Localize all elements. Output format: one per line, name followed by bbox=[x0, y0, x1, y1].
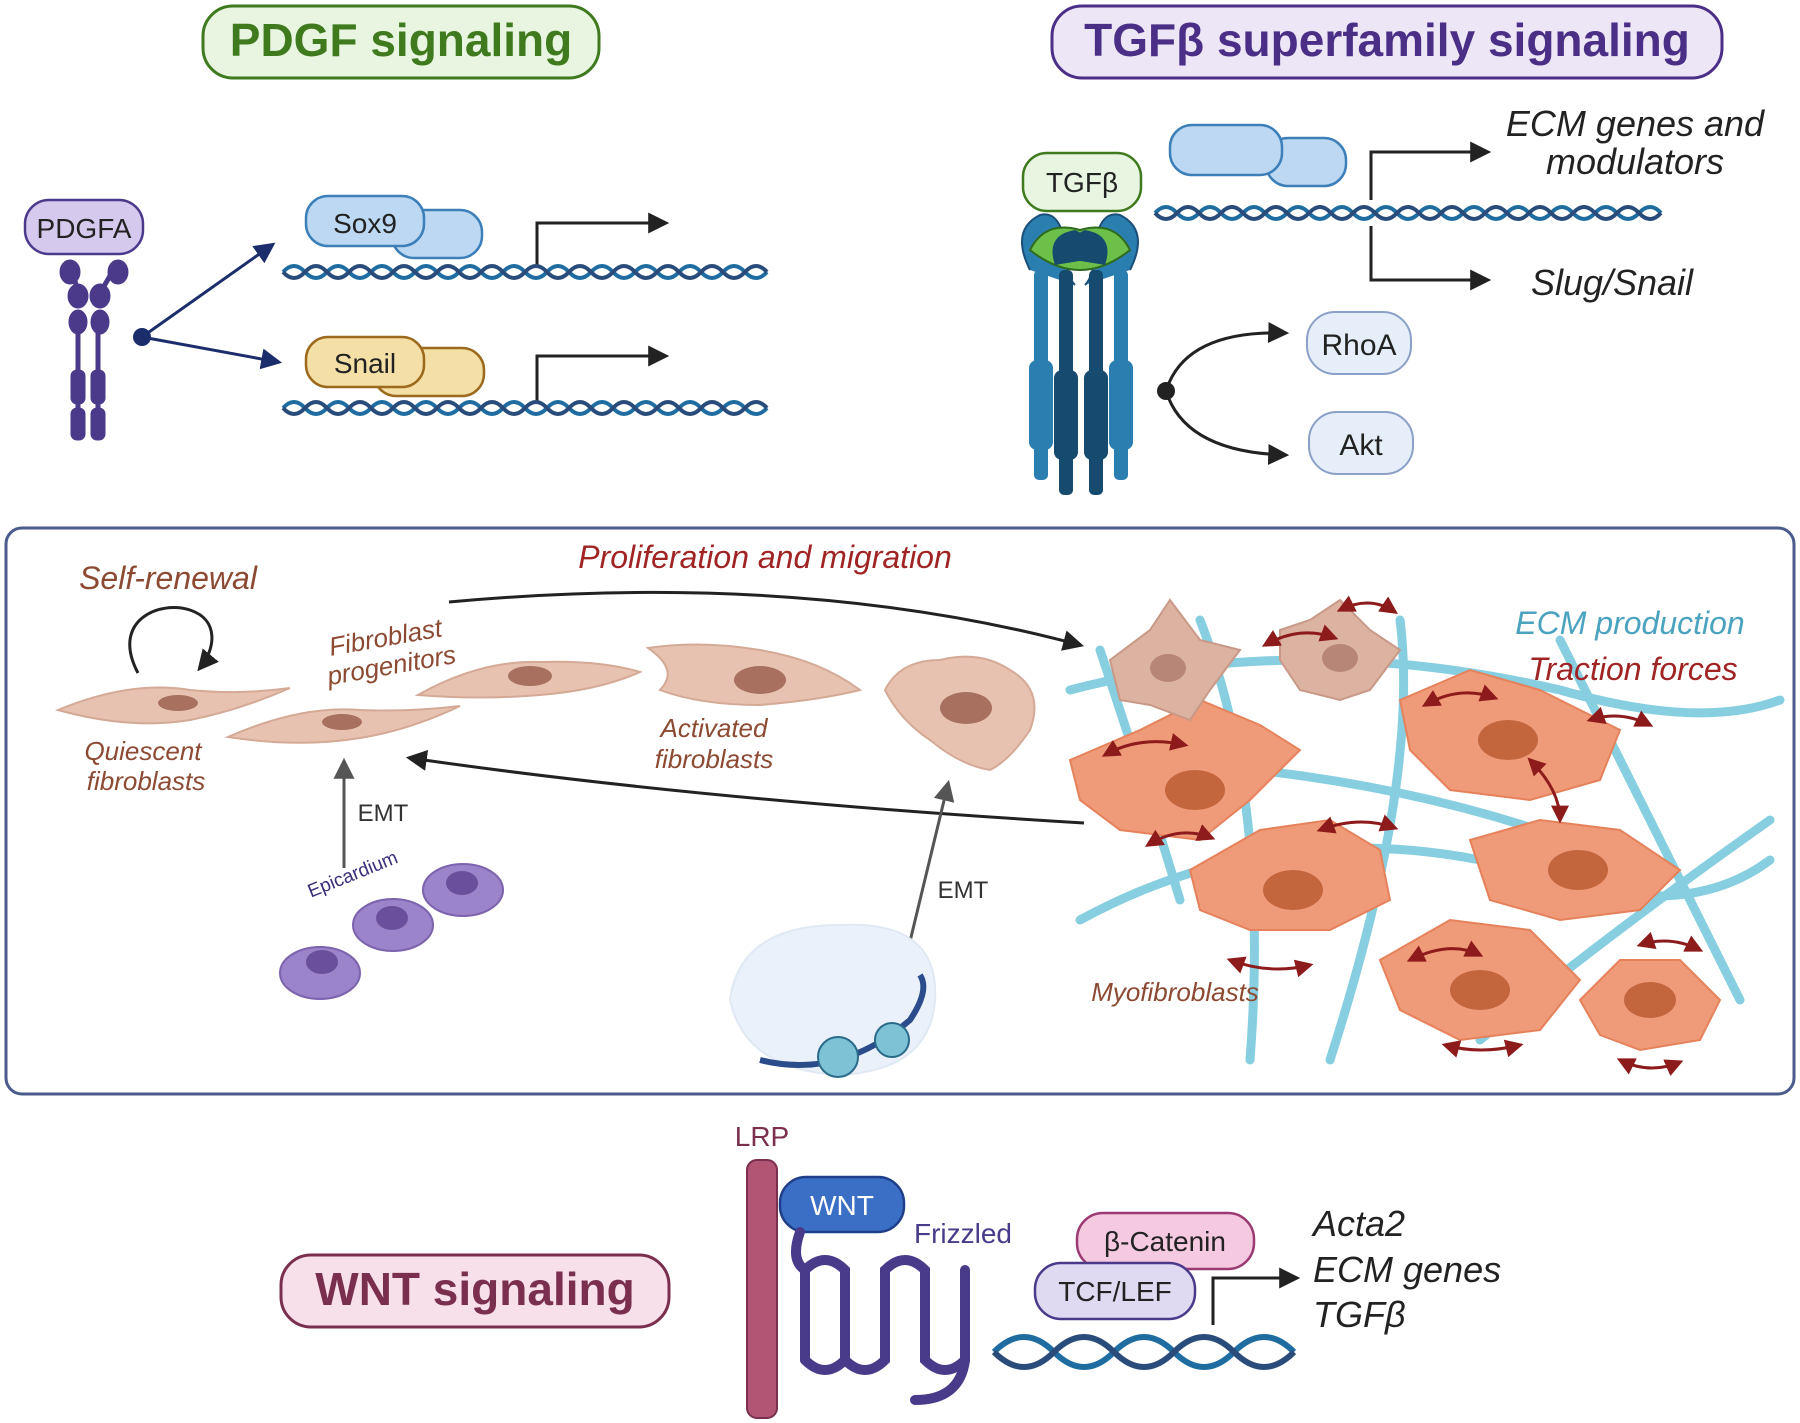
quiescent-fibroblast bbox=[54, 686, 291, 725]
sox9-transcription-arrow bbox=[535, 212, 670, 265]
pdgf-title-box bbox=[201, 4, 601, 80]
frizzled-receptor bbox=[791, 1227, 970, 1405]
fibroblast-progenitor bbox=[224, 705, 461, 744]
cell-fate-panel: Self-renewal Proliferation and migration… bbox=[4, 526, 1796, 1096]
endocardium-vessel bbox=[728, 923, 937, 1078]
emt-left-label: EMT bbox=[358, 800, 409, 827]
proliferation-arrow bbox=[448, 590, 1085, 651]
dedifferentiation-arrow bbox=[405, 750, 1085, 825]
sox9-label: Sox9 bbox=[333, 208, 397, 239]
tgf-section: TGFβ superfamily signaling TGFβ bbox=[1021, 4, 1765, 495]
ecm-production-label: ECM production bbox=[1515, 605, 1744, 641]
ecm-genes-line2: modulators bbox=[1546, 141, 1724, 182]
myofibroblasts-label: Myofibroblasts bbox=[1091, 977, 1259, 1007]
tgf-transcription-arrow-up bbox=[1369, 141, 1492, 200]
tcf-lef-box bbox=[1033, 1261, 1197, 1321]
emt-right-label: EMT bbox=[938, 877, 989, 904]
tgf-title-box bbox=[1050, 4, 1724, 80]
snail-label: Snail bbox=[334, 348, 396, 379]
activated-fibroblast-3 bbox=[883, 655, 1036, 772]
snail-box bbox=[304, 335, 426, 389]
akt-label: Akt bbox=[1339, 429, 1383, 462]
dna-strand-sox9 bbox=[281, 264, 769, 280]
myofibroblast-nuclei bbox=[1165, 720, 1676, 1018]
smad-complex bbox=[1168, 123, 1284, 177]
tgf-receptor-icon bbox=[1021, 213, 1139, 495]
tgf-arrow-to-akt bbox=[1164, 390, 1290, 465]
activated-line1: Activated bbox=[659, 713, 769, 743]
slug-snail-label: Slug/Snail bbox=[1531, 262, 1694, 303]
cell-fate-panel-border bbox=[4, 526, 1796, 1096]
sox9-box bbox=[304, 194, 426, 248]
pdgf-title: PDGF signaling bbox=[230, 14, 572, 66]
wnt-title-box bbox=[279, 1253, 671, 1329]
snail-transcription-arrow bbox=[535, 345, 670, 402]
traction-forces-label: Traction forces bbox=[1528, 651, 1737, 687]
activated-line2: fibroblasts bbox=[655, 744, 774, 774]
dna-strand-wnt bbox=[991, 1334, 1297, 1370]
frizzled-label: Frizzled bbox=[914, 1218, 1012, 1249]
traction-arrows bbox=[1101, 595, 1704, 1076]
tgf-transcription-arrow-down bbox=[1369, 226, 1492, 291]
beta-catenin-label: β-Catenin bbox=[1104, 1226, 1226, 1257]
emt-arrow-right bbox=[904, 779, 955, 959]
lrp-receptor bbox=[746, 1159, 778, 1419]
epicardium-label: Epicardium bbox=[305, 847, 401, 902]
pdgf-arrow-to-snail bbox=[141, 335, 283, 370]
tgf-arrow-to-rhoa bbox=[1164, 322, 1290, 392]
dna-strand-snail bbox=[281, 400, 769, 416]
wnt-title: WNT signaling bbox=[315, 1263, 634, 1315]
pdgfa-box bbox=[23, 198, 145, 256]
tgfb-label: TGFβ bbox=[1046, 167, 1118, 198]
activated-star-nuclei bbox=[1150, 644, 1358, 682]
pdgf-section: PDGF signaling PDGFA Sox9 bbox=[23, 4, 769, 441]
pdgf-arrow-to-sox9 bbox=[141, 242, 276, 339]
tgf-title: TGFβ superfamily signaling bbox=[1084, 14, 1690, 66]
self-renewal-loop bbox=[128, 606, 219, 674]
rhoa-label: RhoA bbox=[1321, 329, 1396, 362]
activated-fibroblast-2 bbox=[645, 643, 863, 707]
quiescent-line2: fibroblasts bbox=[87, 766, 206, 796]
pdgfa-label: PDGFA bbox=[37, 213, 132, 244]
wnt-section: WNT signaling LRP WNT Frizzled β-Catenin… bbox=[279, 1121, 1501, 1419]
quiescent-line1: Quiescent bbox=[84, 736, 203, 766]
lrp-label: LRP bbox=[735, 1121, 789, 1152]
tgfb-output-label: TGFβ bbox=[1313, 1294, 1406, 1335]
ecm-genes-line1: ECM genes and bbox=[1506, 103, 1765, 144]
ecm-genes-label: ECM genes bbox=[1313, 1249, 1501, 1290]
wnt-ligand-label: WNT bbox=[810, 1190, 874, 1221]
dna-strand-tgf bbox=[1153, 205, 1663, 221]
self-renewal-label: Self-renewal bbox=[79, 560, 258, 596]
rhoa-box bbox=[1306, 311, 1412, 375]
epicardium-nuclei bbox=[306, 871, 478, 974]
tgfb-box bbox=[1021, 151, 1143, 213]
proliferation-migration-label: Proliferation and migration bbox=[578, 539, 952, 575]
tcf-lef-label: TCF/LEF bbox=[1058, 1276, 1172, 1307]
wnt-transcription-arrow bbox=[1211, 1267, 1301, 1325]
akt-box bbox=[1308, 411, 1414, 475]
wnt-ligand-box bbox=[778, 1175, 906, 1234]
activated-fibroblast-1 bbox=[414, 660, 643, 699]
pdgf-receptor-icon bbox=[59, 259, 129, 441]
acta2-label: Acta2 bbox=[1311, 1203, 1405, 1244]
